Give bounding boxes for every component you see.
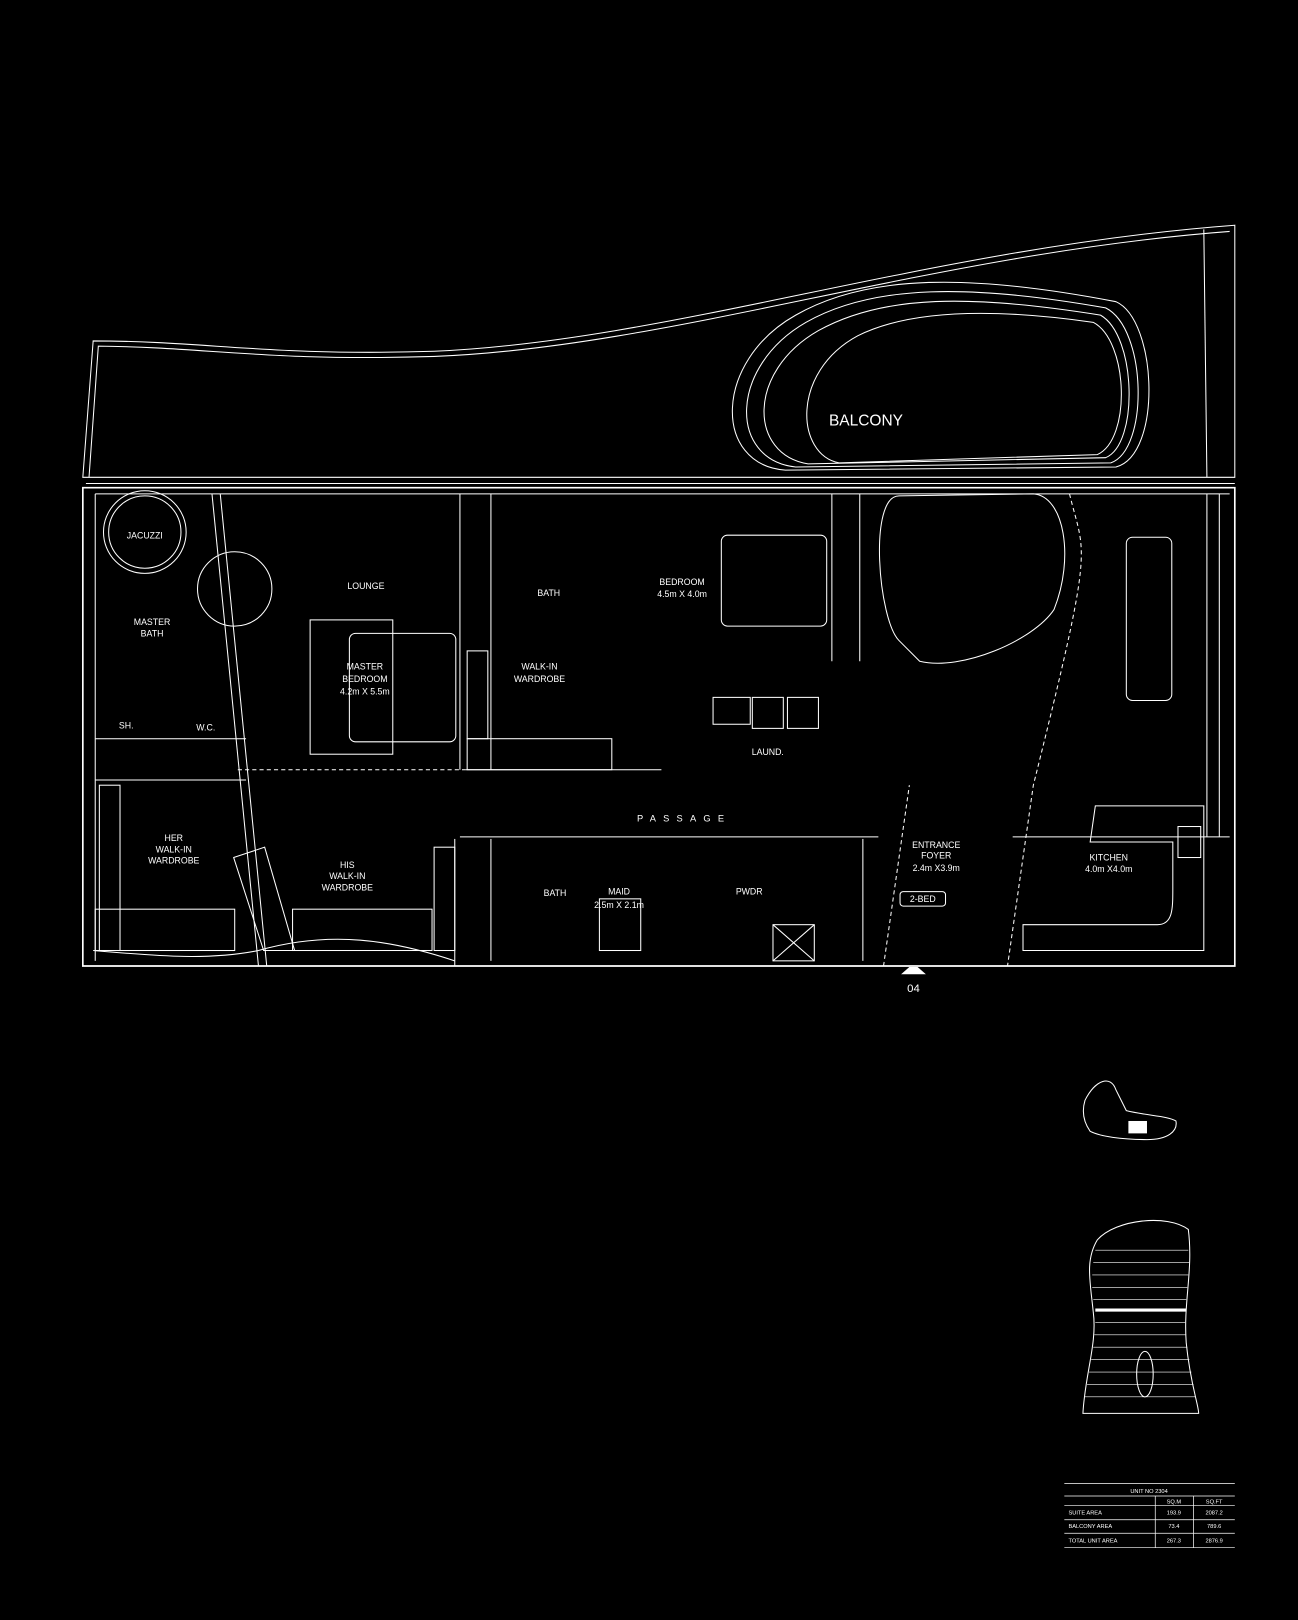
row-sqm: 193.9 xyxy=(1167,1511,1181,1517)
balcony-label: BALCONY xyxy=(829,413,903,430)
key-plan-icon xyxy=(1082,1080,1177,1141)
label-walk-in-wardrobe: WARDROBE xyxy=(514,674,565,684)
label-unit-type: 2-BED xyxy=(910,894,936,904)
label-walk-in-wardrobe: WALK-IN xyxy=(521,661,557,671)
label-master-bath: MASTER xyxy=(134,617,171,627)
label-entrance-foyer: ENTRANCE xyxy=(912,840,960,850)
dining-table xyxy=(1125,536,1173,702)
master-bed xyxy=(309,619,394,755)
label-master-bedroom: BEDROOM xyxy=(342,674,387,684)
row-sqft: 789.6 xyxy=(1207,1524,1221,1530)
label-bath-lower: BATH xyxy=(544,888,567,898)
bedroom-bed xyxy=(720,534,828,627)
label-shower: SH. xyxy=(119,720,134,730)
furniture xyxy=(102,490,1205,962)
column-header-sqft: SQ.FT xyxy=(1206,1499,1223,1505)
wardrobe-rails xyxy=(94,650,613,952)
table-row: SUITE AREA 193.9 2087.2 xyxy=(1068,1511,1222,1517)
label-bedroom-size: 4.5m X 4.0m xyxy=(657,589,707,599)
round-table xyxy=(196,551,273,627)
label-his-wardrobe: HIS xyxy=(340,860,355,870)
label-master-bedroom: MASTER xyxy=(347,661,384,671)
label-maid-size: 2.5m X 2.1m xyxy=(594,900,644,910)
column-header-sqm: SQ.M xyxy=(1167,1499,1182,1505)
row-sqm: 267.3 xyxy=(1167,1539,1181,1545)
entrance-marker-label: 04 xyxy=(907,983,920,995)
label-laundry: LAUND. xyxy=(752,747,784,757)
row-sqft: 2876.9 xyxy=(1205,1539,1222,1545)
walls xyxy=(82,486,1236,967)
label-jacuzzi: JACUZZI xyxy=(127,530,163,540)
kitchen-counter xyxy=(1022,805,1205,952)
label-bath: BATH xyxy=(537,588,560,598)
table-row: BALCONY AREA 73.4 789.6 xyxy=(1068,1524,1221,1530)
row-sqft: 2087.2 xyxy=(1205,1511,1222,1517)
row-label: TOTAL UNIT AREA xyxy=(1068,1539,1117,1545)
label-her-wardrobe: HER xyxy=(164,833,183,843)
balcony-planter xyxy=(731,281,1150,471)
label-master-bedroom-size: 4.2m X 5.5m xyxy=(340,686,390,696)
label-foyer-size: 2.4m X3.9m xyxy=(913,863,960,873)
table-title: UNIT NO 2304 xyxy=(1130,1489,1167,1495)
room-labels: JACUZZI MASTER BATH LOUNGE MASTER BEDROO… xyxy=(119,530,1132,910)
label-passage: PASSAGE xyxy=(637,813,731,823)
row-label: SUITE AREA xyxy=(1068,1511,1102,1517)
label-her-wardrobe: WALK-IN xyxy=(156,844,192,854)
label-maid: MAID xyxy=(608,887,630,897)
row-sqm: 73.4 xyxy=(1168,1524,1179,1530)
label-his-wardrobe: WALK-IN xyxy=(329,871,365,881)
entrance-marker: 04 xyxy=(901,967,926,995)
table-row: TOTAL UNIT AREA 267.3 2876.9 xyxy=(1068,1539,1222,1545)
label-kitchen: KITCHEN xyxy=(1090,853,1128,863)
label-entrance-foyer: FOYER xyxy=(921,851,951,861)
label-powder: PWDR xyxy=(736,887,763,897)
unit-type-badge xyxy=(899,891,947,907)
label-bedroom: BEDROOM xyxy=(659,577,704,587)
label-his-wardrobe: WARDROBE xyxy=(322,883,373,893)
tower-elevation-icon xyxy=(1082,1219,1200,1414)
label-lounge: LOUNGE xyxy=(347,581,384,591)
sofa xyxy=(878,493,1066,664)
label-her-wardrobe: WARDROBE xyxy=(148,856,199,866)
label-master-bath: BATH xyxy=(141,628,164,638)
row-label: BALCONY AREA xyxy=(1068,1524,1112,1530)
area-table: UNIT NO 2304 SQ.M SQ.FT SUITE AREA 193.9… xyxy=(1064,1483,1235,1549)
balcony-area: BALCONY xyxy=(82,224,1236,485)
jacuzzi-tub xyxy=(102,490,187,574)
label-kitchen-size: 4.0m X4.0m xyxy=(1085,864,1132,874)
label-wc: W.C. xyxy=(196,722,215,732)
